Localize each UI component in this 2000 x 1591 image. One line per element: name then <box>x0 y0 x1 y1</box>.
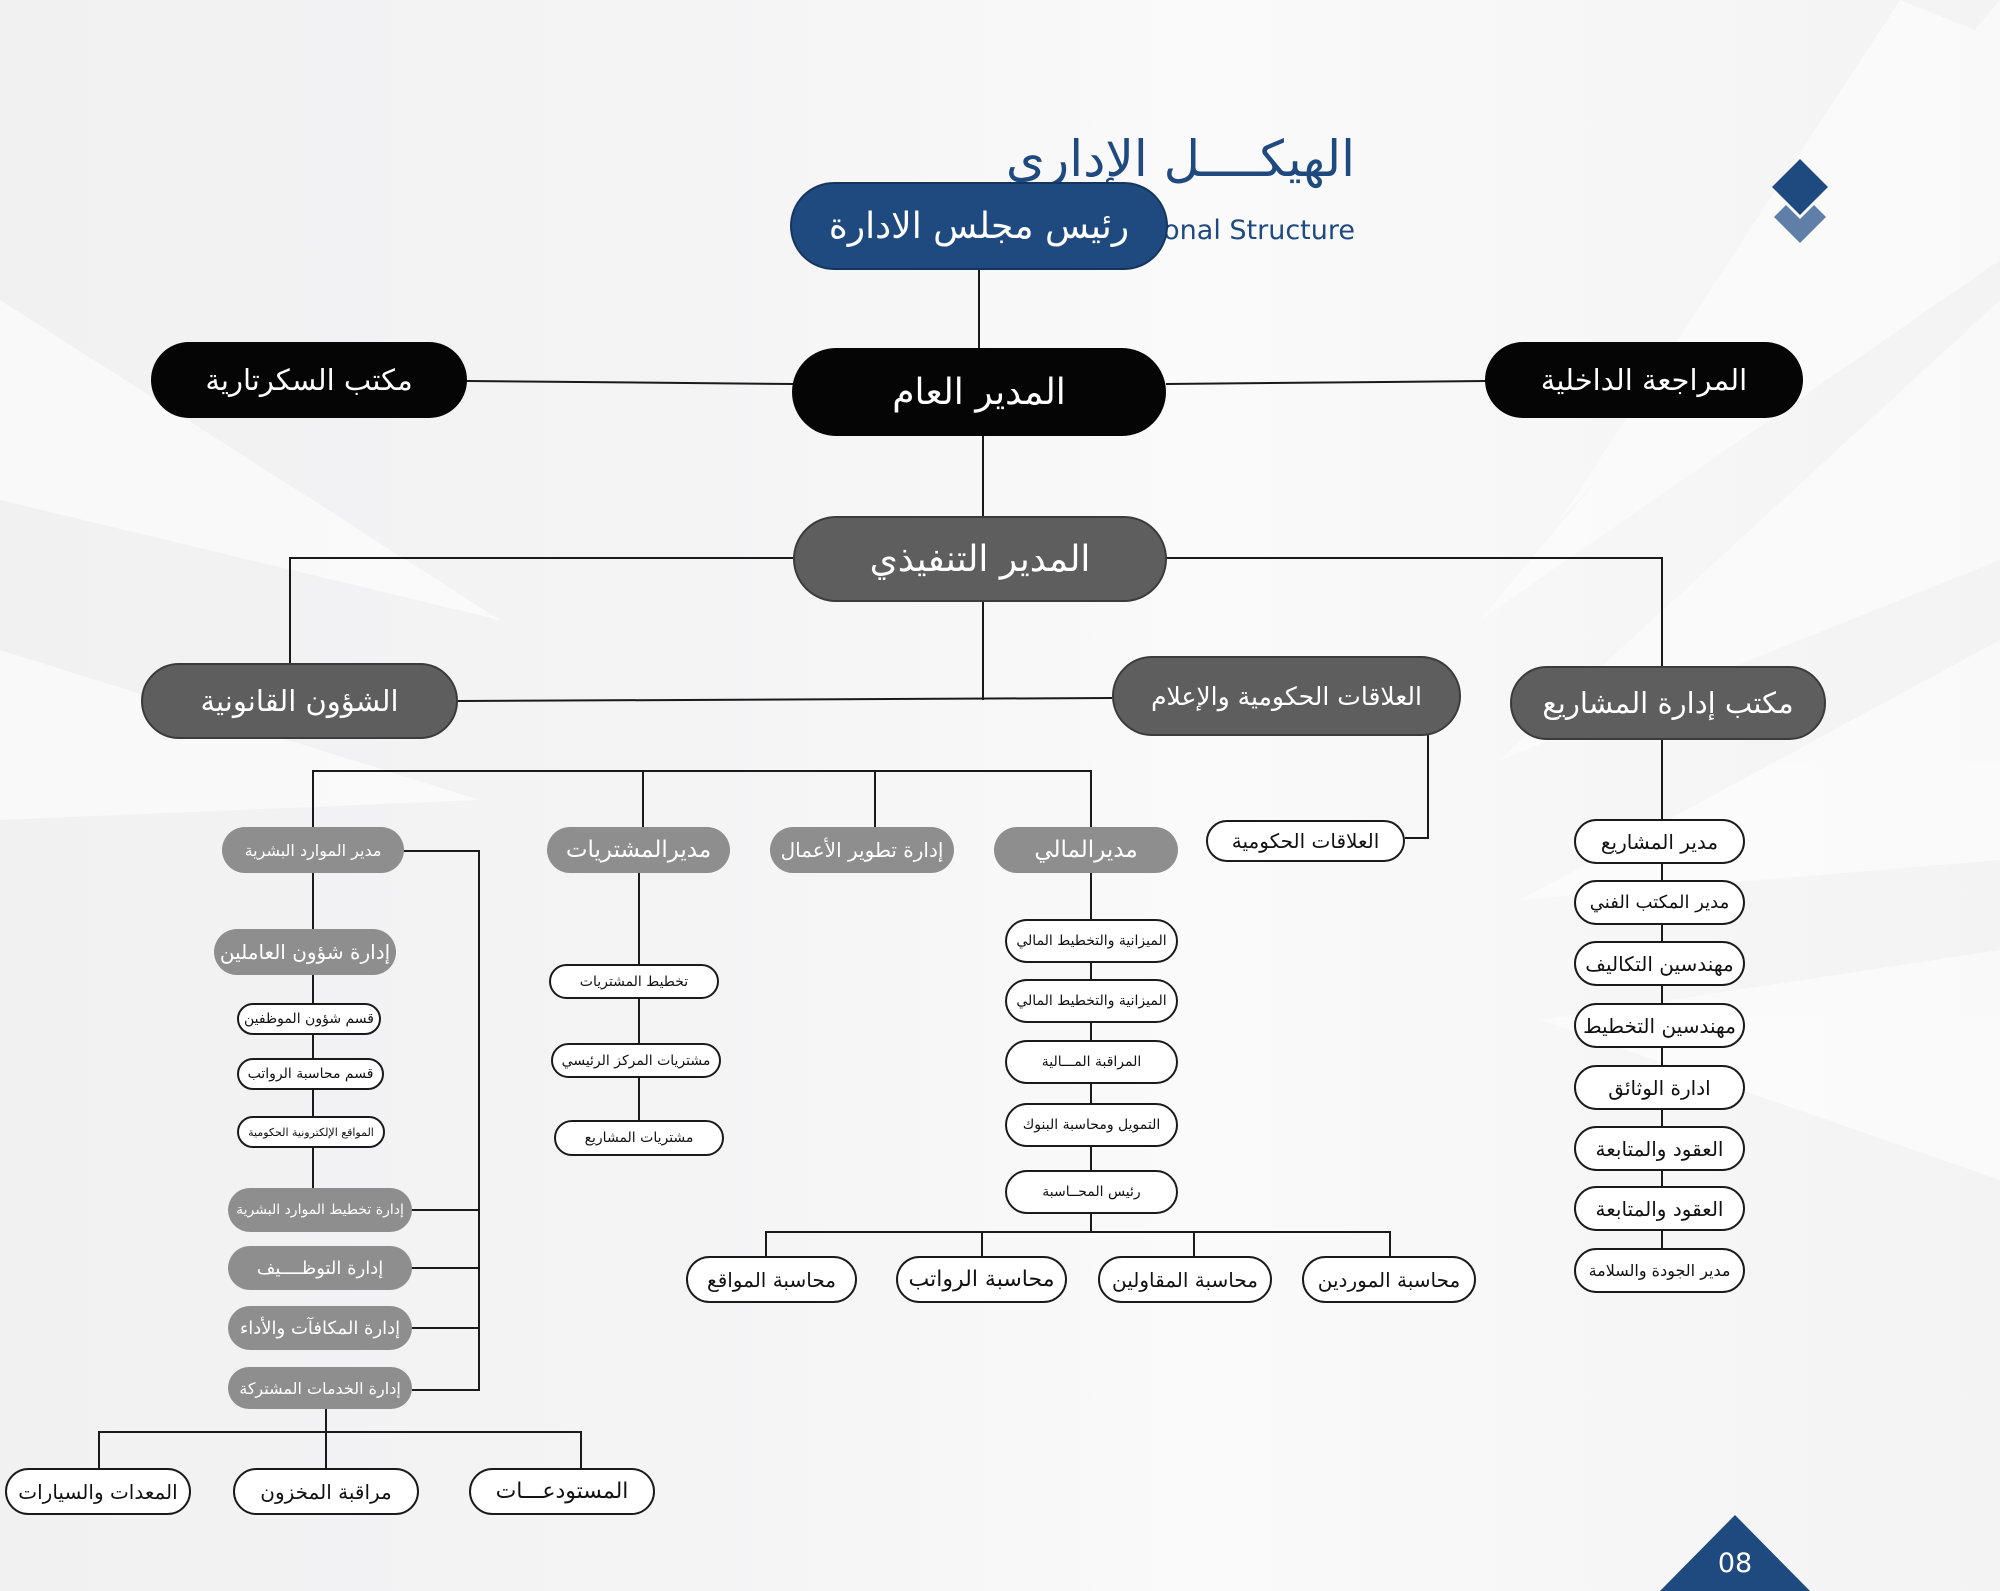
pmo-item: العقود والمتابعة <box>1574 1186 1745 1231</box>
node-legal-affairs: الشؤون القانونية <box>141 663 458 739</box>
page-number: 08 <box>1717 1548 1753 1579</box>
accounting-item: محاسبة المواقع <box>686 1256 857 1303</box>
node-internal-audit: المراجعة الداخلية <box>1485 342 1803 418</box>
finance-item: التمويل ومحاسبة البنوك <box>1005 1103 1178 1147</box>
shared-service-item: المعدات والسيارات <box>5 1468 191 1515</box>
page-title: الهيكــــل الإداري <box>1005 130 1355 188</box>
node-gov-relations: العلاقات الحكومية <box>1206 820 1405 862</box>
finance-item: الميزانية والتخطيط المالي <box>1005 979 1178 1023</box>
hr-department: إدارة الخدمات المشتركة <box>228 1367 412 1409</box>
finance-item: رئيس المحــاسبة <box>1005 1170 1178 1214</box>
hr-item: قسم شؤون الموظفين <box>237 1003 381 1035</box>
finance-item: المراقبة المـــالية <box>1005 1040 1178 1084</box>
diamond-logo-icon <box>1772 159 1828 243</box>
page-number-badge <box>1660 1515 1810 1591</box>
shared-service-item: المستودعـــات <box>469 1468 655 1515</box>
accounting-item: محاسبة الموردين <box>1302 1256 1476 1303</box>
procurement-item: تخطيط المشتريات <box>549 964 719 999</box>
node-gov-relations-media: العلاقات الحكومية والإعلام <box>1112 656 1461 736</box>
node-employee-affairs: إدارة شؤون العاملين <box>214 929 396 975</box>
pmo-item: العقود والمتابعة <box>1574 1126 1745 1171</box>
shared-service-item: مراقبة المخزون <box>233 1468 419 1515</box>
node-secretariat: مكتب السكرتارية <box>151 342 467 418</box>
pmo-item: ادارة الوثائق <box>1574 1065 1745 1110</box>
accounting-item: محاسبة المقاولين <box>1098 1256 1272 1303</box>
hr-item: المواقع الإلكترونية الحكومية <box>237 1116 385 1148</box>
node-general-manager: المدير العام <box>792 348 1166 436</box>
pmo-item: مدير الجودة والسلامة <box>1574 1248 1745 1293</box>
node-board-chair: رئيس مجلس الادارة <box>790 182 1168 270</box>
finance-item: الميزانية والتخطيط المالي <box>1005 919 1178 963</box>
node-executive-director: المدير التنفيذي <box>793 516 1167 602</box>
hr-department: إدارة تخطيط الموارد البشرية <box>228 1188 412 1232</box>
pmo-item: مهندسين التخطيط <box>1574 1003 1745 1048</box>
procurement-item: مشتريات المركز الرئيسي <box>551 1043 721 1078</box>
node-hr-manager: مدير الموارد البشرية <box>222 827 404 873</box>
node-procurement-manager: مديرالمشتريات <box>547 827 730 873</box>
pmo-item: مهندسين التكاليف <box>1574 941 1745 986</box>
node-business-dev: إدارة تطوير الأعمال <box>770 827 954 873</box>
accounting-item: محاسبة الرواتب <box>896 1256 1067 1303</box>
procurement-item: مشتريات المشاريع <box>554 1120 724 1156</box>
hr-item: قسم محاسبة الرواتب <box>237 1058 384 1090</box>
hr-department: إدارة المكافآت والأداء <box>228 1306 412 1350</box>
node-finance-manager: مديرالمالي <box>994 827 1178 873</box>
hr-department: إدارة التوظــــيف <box>228 1246 412 1290</box>
node-pmo: مكتب إدارة المشاريع <box>1510 666 1826 740</box>
pmo-item: مدير المشاريع <box>1574 819 1745 864</box>
pmo-item: مدير المكتب الفني <box>1574 880 1745 925</box>
